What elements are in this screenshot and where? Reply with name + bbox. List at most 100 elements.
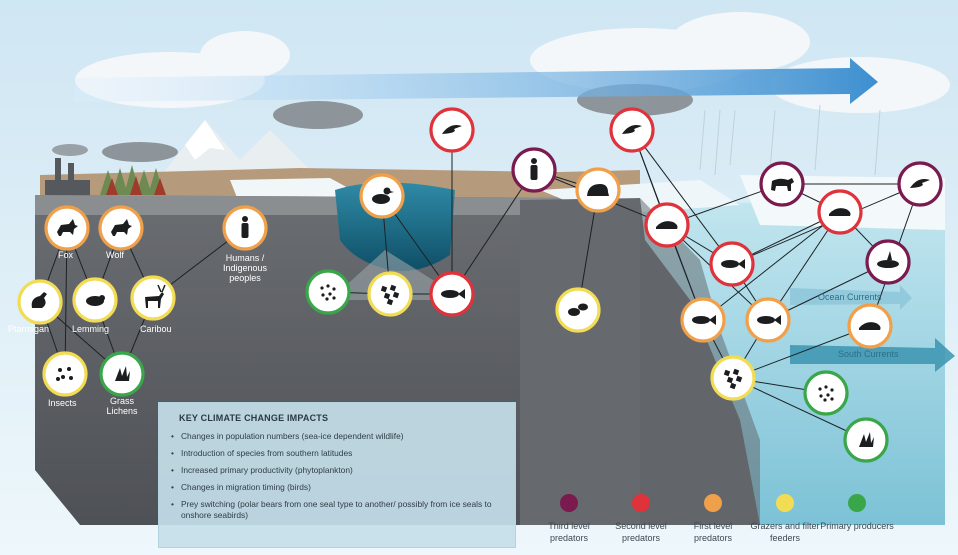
label-ptarmigan: Ptarmigan <box>8 324 50 334</box>
legend-label: First level predators <box>693 521 733 543</box>
seal-icon <box>656 221 678 229</box>
label-grass-lichens: Grass Lichens <box>106 396 138 416</box>
node-bird-right <box>897 161 943 207</box>
node-clams <box>555 287 601 333</box>
food-web-link <box>631 129 733 265</box>
rain <box>699 104 881 176</box>
node-ring <box>99 351 145 397</box>
clams-icon <box>568 303 588 316</box>
label-insects: Insects <box>48 398 77 408</box>
lemming-icon <box>86 295 105 306</box>
node-phyto-sea <box>803 370 849 416</box>
node-bird-sea <box>609 107 655 153</box>
fish-icon <box>757 315 781 325</box>
node-ring <box>305 269 351 315</box>
polar-bear-icon <box>771 178 794 191</box>
seabird-icon <box>910 179 930 188</box>
label-wolf: Wolf <box>106 250 124 260</box>
legend-dot <box>704 494 722 512</box>
node-wolf <box>98 205 144 251</box>
fish-icon <box>692 315 716 325</box>
human-icon <box>530 158 538 180</box>
label-ocean-currents: Ocean Currents <box>818 292 882 302</box>
legend-dot <box>560 494 578 512</box>
node-humans-land <box>222 205 268 251</box>
label-caribou: Caribou <box>140 324 172 334</box>
node-duck <box>359 173 405 219</box>
ringed-seal-icon <box>829 208 851 216</box>
node-seal <box>644 202 690 248</box>
node-fish-b <box>745 297 791 343</box>
node-seal-ice <box>817 189 863 235</box>
food-web-nodes <box>17 107 943 463</box>
duck-icon <box>372 187 394 204</box>
label-humans: Humans / Indigenous peoples <box>222 253 268 283</box>
legend-dot <box>632 494 650 512</box>
node-ring <box>367 271 413 317</box>
legend-item-grazers: Grazers and filter feeders <box>748 490 822 544</box>
lichen-icon <box>115 366 130 381</box>
orca-icon <box>877 251 899 268</box>
fox-icon <box>57 219 78 236</box>
legend-label: Third level predators <box>548 521 590 543</box>
seabird-icon <box>442 125 462 134</box>
node-human-coast <box>511 147 557 193</box>
air-current-arrow <box>75 58 878 104</box>
fish-icon <box>721 259 745 269</box>
food-web-link <box>702 211 841 321</box>
node-bear <box>759 161 805 207</box>
label-fox: Fox <box>58 250 74 260</box>
zooplankton-icon <box>723 368 743 390</box>
node-ring <box>803 370 849 416</box>
food-web-link <box>732 325 871 379</box>
seal-icon <box>859 322 881 330</box>
node-ring <box>710 355 756 401</box>
node-seal-right <box>847 303 893 349</box>
ocean-current-arrow <box>790 285 912 310</box>
phytoplankton-icon <box>818 385 834 402</box>
ptarmigan-icon <box>31 292 47 308</box>
climate-impacts-panel: KEY CLIMATE CHANGE IMPACTS Changes in po… <box>158 402 516 548</box>
zooplankton-icon <box>380 284 400 306</box>
node-fish-a <box>680 297 726 343</box>
node-insects <box>42 351 88 397</box>
legend-item-first-level: First level predators <box>676 490 750 544</box>
insects-icon <box>56 367 73 381</box>
node-bird-top <box>429 107 475 153</box>
node-ring <box>42 351 88 397</box>
node-phyto-lake <box>305 269 351 315</box>
caribou-icon <box>145 284 166 308</box>
legend-item-primary-producers: Primary producers <box>820 490 894 532</box>
node-zoo-sea <box>710 355 756 401</box>
trophic-legend: Third level predators Second level preda… <box>532 490 952 552</box>
impacts-list: Changes in population numbers (sea-ice d… <box>171 431 503 521</box>
node-grass <box>99 351 145 397</box>
human-icon <box>241 216 249 238</box>
food-web-link <box>451 169 535 295</box>
node-caribou <box>130 275 176 321</box>
impact-item: Introduction of species from southern la… <box>171 448 503 459</box>
node-fox <box>44 205 90 251</box>
node-fish-mid <box>709 241 755 287</box>
legend-item-third-level: Third level predators <box>532 490 606 544</box>
walrus-icon <box>587 184 609 196</box>
fish-icon <box>441 289 465 299</box>
food-web-link <box>732 377 867 441</box>
impact-item: Increased primary productivity (phytopla… <box>171 465 503 476</box>
legend-dot <box>776 494 794 512</box>
legend-label: Primary producers <box>820 521 894 531</box>
legend-label: Grazers and filter feeders <box>750 521 820 543</box>
food-web-link <box>64 227 68 375</box>
legend-label: Second level predators <box>615 521 667 543</box>
node-lemming <box>72 277 118 323</box>
impact-item: Changes in population numbers (sea-ice d… <box>171 431 503 442</box>
wolf-icon <box>111 219 132 236</box>
node-walrus <box>575 167 621 213</box>
impacts-title: KEY CLIMATE CHANGE IMPACTS <box>179 413 329 423</box>
algae-icon <box>859 432 874 447</box>
factory <box>45 144 90 200</box>
node-zoo-lake <box>367 271 413 317</box>
phytoplankton-icon <box>320 284 336 301</box>
